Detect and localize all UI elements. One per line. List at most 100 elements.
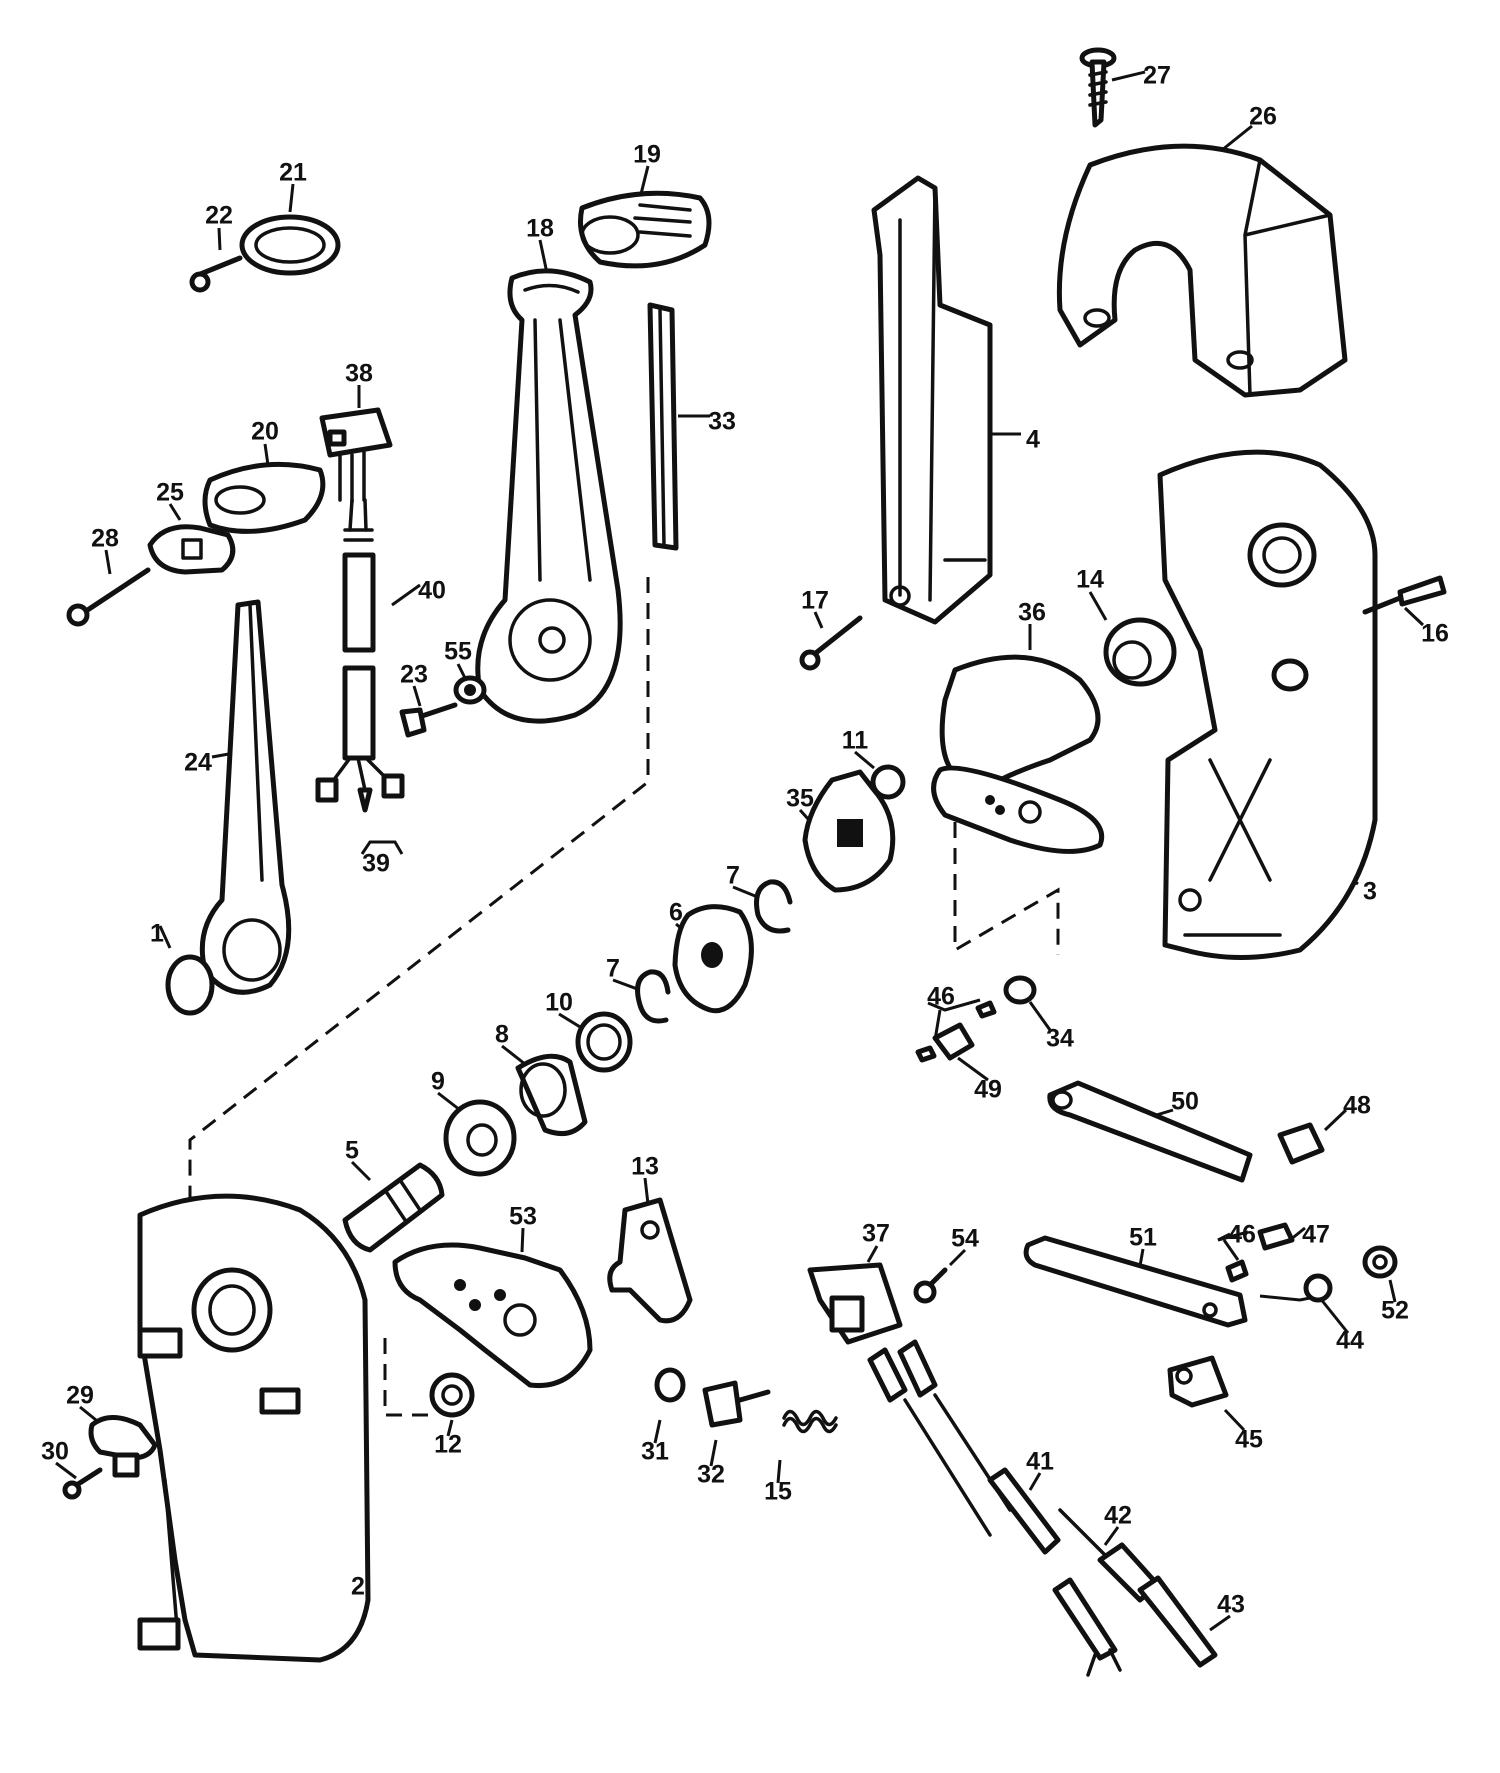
callout-p7b: 7 <box>606 955 620 983</box>
part-32-plunger <box>702 1380 771 1428</box>
callout-p1: 1 <box>150 920 164 948</box>
callout-p39: 39 <box>362 850 390 878</box>
part-28-long-screw <box>66 567 151 627</box>
callout-p12: 12 <box>434 1431 462 1459</box>
part-13-bracket <box>607 1197 693 1324</box>
part-54-screw <box>913 1267 948 1304</box>
part-53-cam-plate <box>392 1242 593 1389</box>
part-38-switch <box>319 407 393 504</box>
callout-p21: 21 <box>279 159 307 187</box>
part-16-screw <box>1362 575 1447 615</box>
callout-p13: 13 <box>631 1153 659 1181</box>
callout-p22: 22 <box>205 202 233 230</box>
callout-p29: 29 <box>66 1382 94 1410</box>
part-17-screw <box>799 615 863 671</box>
callout-p53: 53 <box>509 1203 537 1231</box>
part-31-pin <box>654 1367 686 1403</box>
part-51-rod <box>1023 1235 1248 1328</box>
part-46-set-screw-b <box>1225 1259 1249 1283</box>
callout-p28: 28 <box>91 525 119 553</box>
callout-p10: 10 <box>545 989 573 1017</box>
part-40-wire-harness <box>342 498 376 761</box>
callout-p2: 2 <box>351 1573 365 1601</box>
part-6-cam <box>672 904 754 1014</box>
part-48-cap <box>1277 1122 1325 1165</box>
part-47-pin <box>1257 1222 1295 1251</box>
part-19-cap <box>578 190 712 269</box>
callout-p52: 52 <box>1381 1297 1409 1325</box>
part-12-washer <box>429 1372 475 1418</box>
callout-p27: 27 <box>1143 62 1171 90</box>
part-22-screw <box>189 255 243 293</box>
callout-p36: 36 <box>1018 599 1046 627</box>
part-9-bushing <box>443 1099 517 1177</box>
callout-p41: 41 <box>1026 1448 1054 1476</box>
callout-p43: 43 <box>1217 1591 1245 1619</box>
part-23-bolt <box>399 702 458 738</box>
part-24-lever <box>199 599 292 995</box>
callout-p47: 47 <box>1302 1221 1330 1249</box>
part-55-washer <box>453 675 487 705</box>
part-4-long-cover <box>871 175 993 625</box>
callout-p46a: 46 <box>927 983 955 1011</box>
part-14-bushing <box>1103 617 1177 687</box>
part-35-plate <box>802 769 896 893</box>
part-52-nut <box>1362 1245 1398 1279</box>
callout-p51: 51 <box>1129 1224 1157 1252</box>
callout-p38: 38 <box>345 360 373 388</box>
part-37-switch <box>807 1262 903 1345</box>
callout-p55: 55 <box>444 638 472 666</box>
part-15-spring <box>782 1409 838 1434</box>
part-49-fitting <box>932 1022 975 1061</box>
callout-p24: 24 <box>184 749 212 777</box>
callout-p18: 18 <box>526 215 554 243</box>
callout-p54: 54 <box>951 1225 979 1253</box>
callout-p45: 45 <box>1235 1426 1263 1454</box>
callout-p50: 50 <box>1171 1088 1199 1116</box>
callout-p30: 30 <box>41 1438 69 1466</box>
part-18-handle <box>475 268 623 724</box>
callout-p23: 23 <box>400 661 428 689</box>
part-33-strip <box>647 302 679 551</box>
callout-p8: 8 <box>495 1021 509 1049</box>
part-36-arm <box>931 654 1104 854</box>
callout-p44: 44 <box>1336 1327 1364 1355</box>
part-26-cover <box>1056 143 1348 398</box>
part-8-sleeve <box>515 1053 588 1137</box>
callout-p31: 31 <box>641 1438 669 1466</box>
callout-p49: 49 <box>974 1076 1002 1104</box>
callout-p37: 37 <box>862 1220 890 1248</box>
part-5-shaft <box>342 1162 445 1253</box>
part-3-housing <box>1157 449 1378 960</box>
callout-p34: 34 <box>1046 1025 1074 1053</box>
callout-p33: 33 <box>708 408 736 436</box>
part-44-washer <box>1303 1273 1333 1303</box>
part-50-rod <box>1047 1080 1253 1183</box>
callout-p40: 40 <box>418 577 446 605</box>
callout-p17: 17 <box>801 587 829 615</box>
callout-p3: 3 <box>1363 878 1377 906</box>
part-2-housing <box>137 1193 371 1663</box>
part-46-set-screw-a <box>915 1000 997 1063</box>
part-25-plate <box>147 524 236 575</box>
callout-p20: 20 <box>251 418 279 446</box>
part-20-bezel <box>202 461 326 534</box>
part-1-disc <box>165 954 215 1016</box>
callout-p6: 6 <box>669 899 683 927</box>
callout-p25: 25 <box>156 479 184 507</box>
callout-p32: 32 <box>697 1461 725 1489</box>
callout-p7a: 7 <box>726 862 740 890</box>
callout-p15: 15 <box>764 1478 792 1506</box>
callout-p5: 5 <box>345 1137 359 1165</box>
part-34-nut <box>1003 975 1037 1005</box>
part-7-clip-a <box>754 879 793 934</box>
callout-p9: 9 <box>431 1068 445 1096</box>
callout-p46b: 46 <box>1228 1221 1256 1249</box>
part-21-ring <box>239 214 341 276</box>
callout-p11: 11 <box>842 727 869 755</box>
callout-labels: 1234567789101112131415161718192021222324… <box>41 62 1449 1619</box>
part-7-clip-b <box>635 969 671 1024</box>
part-27-screw <box>1079 47 1117 128</box>
